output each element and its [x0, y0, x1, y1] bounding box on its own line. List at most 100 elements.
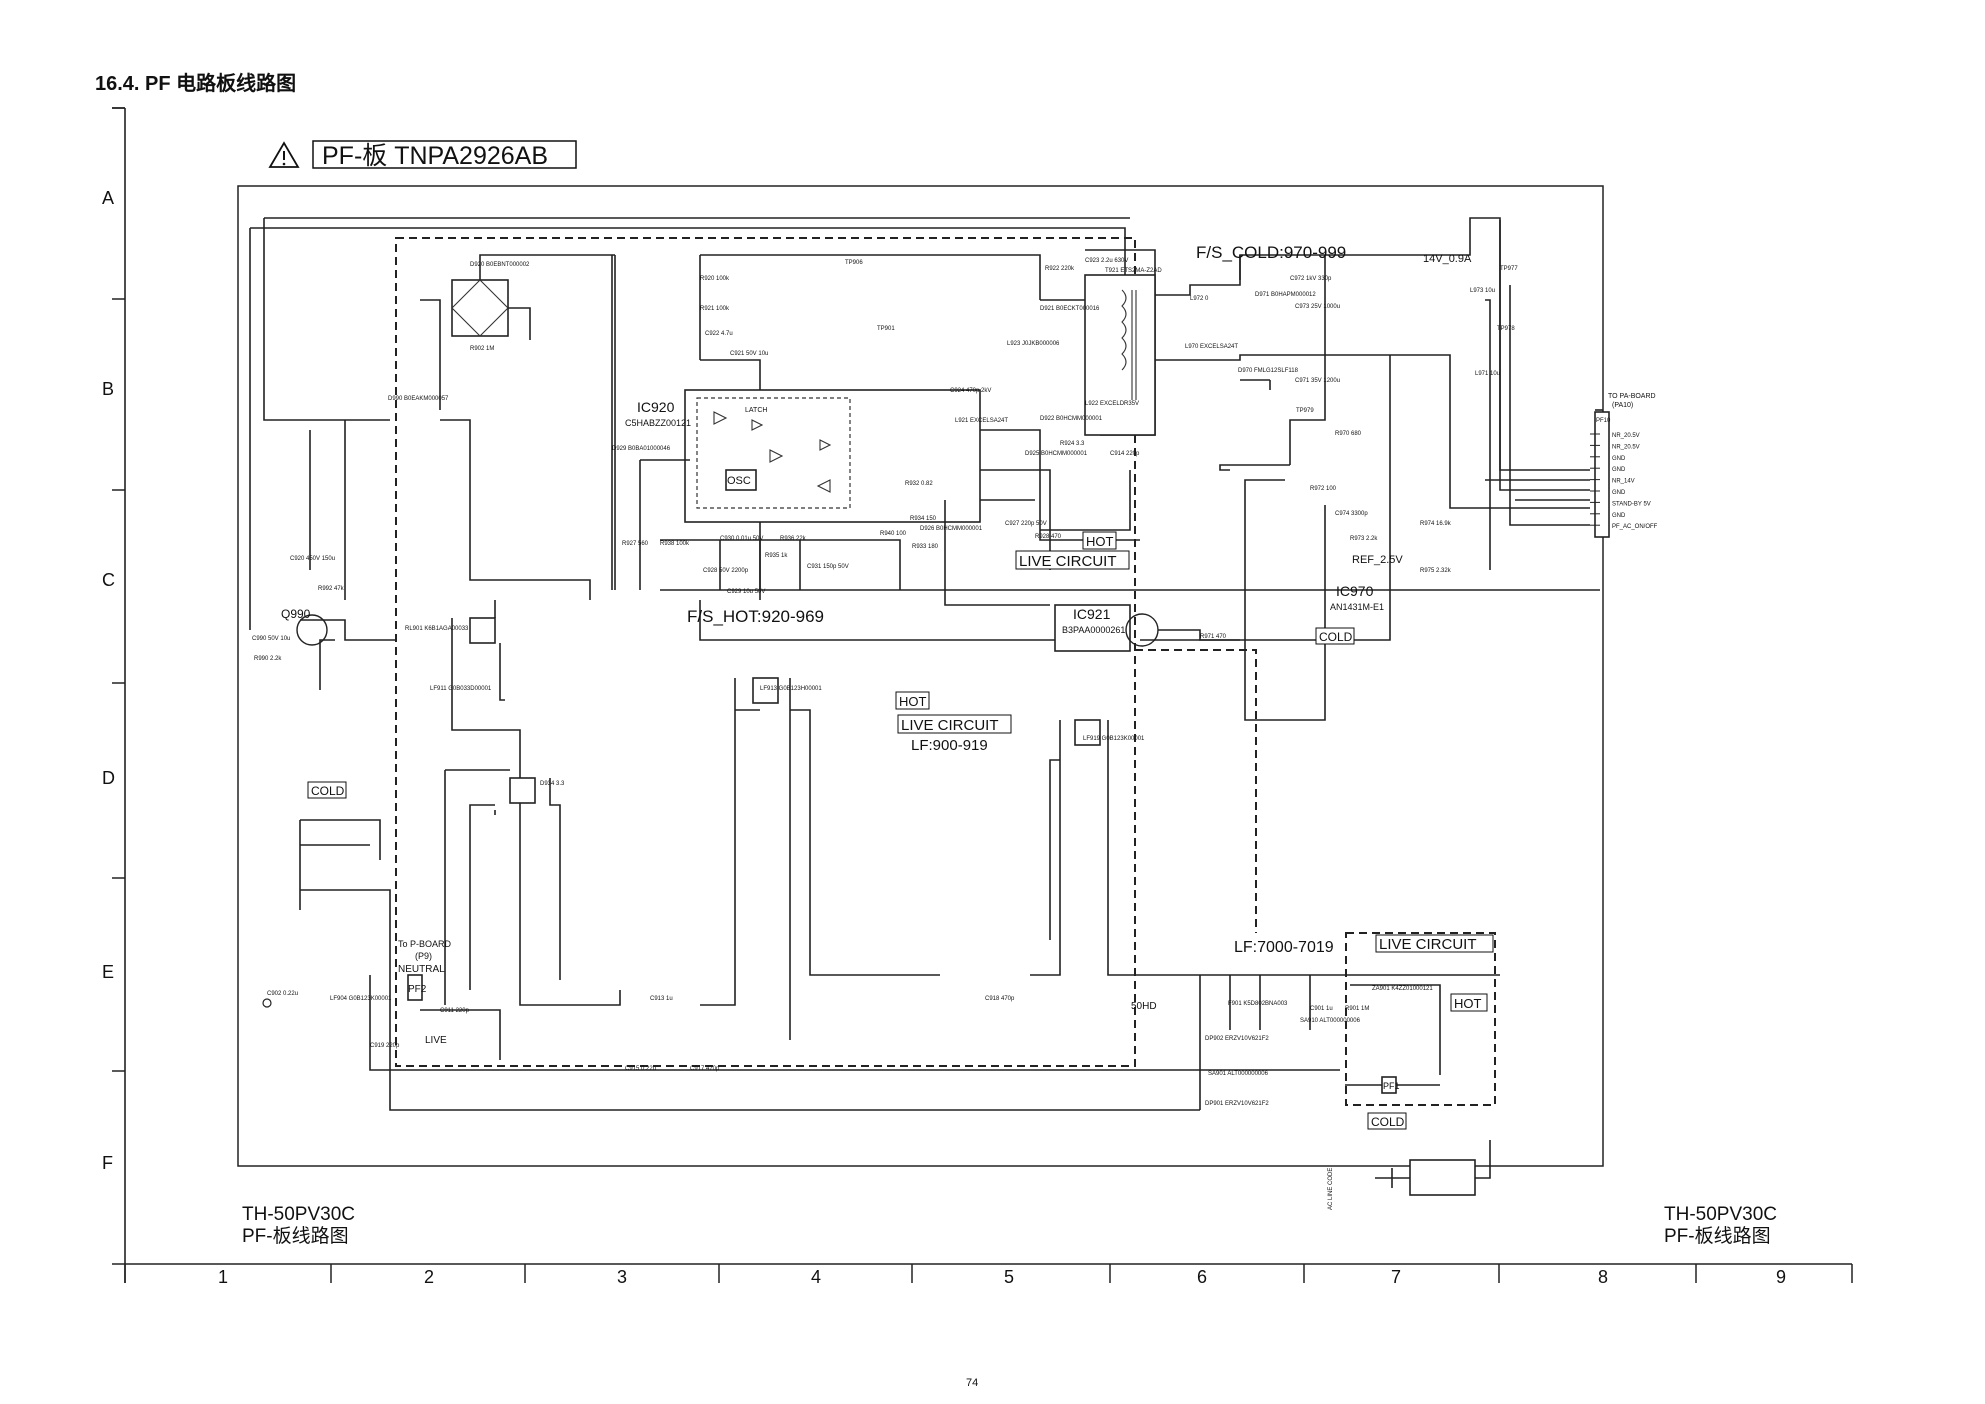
pin-label: GND	[1612, 513, 1626, 519]
column-label: 9	[1776, 1267, 1786, 1287]
hot-region-link	[1135, 649, 1257, 933]
ic920-block	[684, 389, 981, 523]
ic921-part: B3PAA0000261	[1062, 625, 1125, 635]
component-label: D925 B0HCMM000001	[1025, 451, 1088, 457]
pin-label: GND	[1612, 490, 1626, 496]
component-label: T921 ETS2MA-Z2AD	[1105, 268, 1162, 274]
component-label: C913 1u	[650, 996, 673, 1002]
ac-line-cord	[1409, 1159, 1476, 1196]
component-label: R933 180	[912, 544, 939, 550]
component-label: LF911 G0B033D00001	[430, 686, 492, 692]
pin-label: GND	[1612, 467, 1626, 473]
component-label: D926 B0HCMM000001	[920, 526, 983, 532]
lf7000-label: LF:7000-7019	[1234, 939, 1334, 956]
ic970-part: AN1431M-E1	[1330, 602, 1384, 612]
component-label: L921 EXCELSA24T	[955, 418, 1008, 424]
p9-label: (P9)	[415, 951, 432, 961]
component-label: C990 50V 10u	[252, 636, 290, 642]
component-label: R992 47k	[318, 586, 345, 592]
component-label: R970 680	[1335, 431, 1362, 437]
ref-label: REF_2.5V	[1352, 554, 1403, 566]
component-label: C931 150p 50V	[807, 564, 849, 570]
component-label: R974 16.9k	[1420, 521, 1452, 527]
tp977-label: TP977	[1500, 266, 1518, 272]
tp901-label: TP901	[877, 326, 895, 332]
live-region-border	[1345, 932, 1496, 1106]
ac-line-label: AC LINE CODE	[1328, 1168, 1334, 1210]
component-label: R936 22k	[780, 536, 807, 542]
component-label: D970 FMLG12SLF118	[1238, 368, 1299, 374]
component-label: R938 100k	[660, 541, 690, 547]
component-label: C974 3300p	[1335, 511, 1368, 517]
live-circuit-tag-2: LIVE CIRCUIT	[901, 717, 999, 734]
circuit-labels: F/S_COLD:970-999 14V_0.9A IC920 C5HABZZ0…	[281, 243, 1656, 1210]
pa10-connector	[1594, 411, 1610, 538]
pin-label: NR_20.5V	[1612, 433, 1640, 439]
lf913	[509, 777, 536, 804]
osc-label: OSC	[727, 475, 751, 487]
component-label: C971 35V 1200u	[1295, 378, 1340, 384]
hot-tag-1: HOT	[1086, 534, 1114, 549]
pa10-pin-labels: NR_20.5VNR_20.5VGNDGNDNR_14VGNDSTAND-BY …	[1590, 433, 1658, 530]
component-label: D921 B0ECKT000016	[1040, 306, 1100, 312]
component-label: R972 100	[1310, 486, 1337, 492]
ic920-label: IC920	[637, 399, 675, 415]
lf904	[1074, 719, 1101, 746]
component-label: D971 B0HAPM000012	[1255, 292, 1316, 298]
pf10-label: PF10	[1596, 418, 1611, 424]
bridge-rectifier-d920	[451, 279, 509, 337]
component-label: D920 B0EBNT000002	[470, 262, 530, 268]
column-label: 7	[1391, 1267, 1401, 1287]
column-label: 6	[1197, 1267, 1207, 1287]
ic920-part: C5HABZZ00121	[625, 418, 691, 428]
component-label: R940 100	[880, 531, 907, 537]
fs-cold-label: F/S_COLD:970-999	[1196, 243, 1346, 262]
pin-label: PF_AC_ON/OFF	[1612, 524, 1658, 530]
model-right: TH-50PV30C	[1664, 1204, 1777, 1225]
component-label: C915 0.22u	[625, 1066, 656, 1072]
component-label: C927 220p 50V	[1005, 521, 1047, 527]
column-label: 4	[811, 1267, 821, 1287]
component-label: D922 B0HCMM000001	[1040, 416, 1103, 422]
ic921-block	[1054, 604, 1131, 652]
component-label: C928 50V 2200p	[703, 568, 749, 574]
board-frame	[237, 185, 1604, 1167]
component-label: C922 4.7u	[705, 331, 733, 337]
page-number: 74	[966, 1377, 978, 1389]
component-label: L922 EXCELDR35V	[1085, 401, 1139, 407]
component-label: C911 220p	[440, 1008, 470, 1014]
pa10-label: (PA10)	[1612, 402, 1633, 409]
component-label: R927 560	[622, 541, 649, 547]
hot-tag-3: HOT	[1454, 996, 1482, 1011]
neutral-label: NEUTRAL	[398, 964, 445, 975]
row-label: B	[102, 379, 114, 399]
column-label: 3	[617, 1267, 627, 1287]
component-label: D990 B0EAKM000057	[388, 396, 449, 402]
component-label: R902 1M	[470, 346, 494, 352]
q990-label: Q990	[281, 607, 311, 621]
pf1-connector	[1381, 1076, 1397, 1094]
pf2-label: PF2	[408, 984, 427, 995]
component-label: SA901 ALT000000006	[1208, 1071, 1269, 1077]
component-label: R975 2.32k	[1420, 568, 1452, 574]
component-label: R921 100k	[700, 306, 730, 312]
component-label: R990 2.2k	[254, 656, 282, 662]
component-label: LF904 G0B123K00001	[330, 996, 392, 1002]
component-label: L923 J0JKB000006	[1007, 341, 1060, 347]
component-label: C923 2.2u 630V	[1085, 258, 1128, 264]
lf911	[469, 617, 496, 644]
to-pboard-label: To P-BOARD	[398, 939, 452, 949]
column-label: 8	[1598, 1267, 1608, 1287]
model-left: TH-50PV30C	[242, 1204, 355, 1225]
tp906-label: TP906	[845, 260, 863, 266]
model-left-sub: PF-板线路图	[242, 1225, 349, 1247]
row-label: E	[102, 962, 114, 982]
50hd-label: 50HD	[1131, 1001, 1157, 1012]
component-label: C972 1kV 330p	[1290, 276, 1332, 282]
component-label: R901 1M	[1345, 1006, 1369, 1012]
pin-label: NR_20.5V	[1612, 444, 1640, 450]
component-label: LF919 G0B123K00001	[1083, 736, 1145, 742]
component-label: C973 25V 1000u	[1295, 304, 1340, 310]
